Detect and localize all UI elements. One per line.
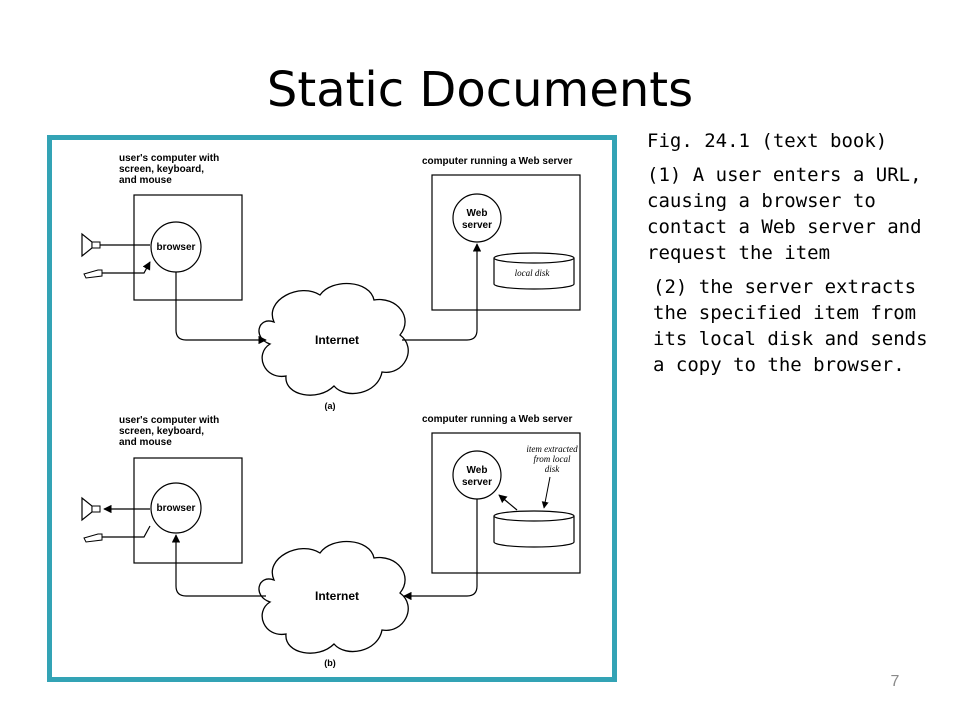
user-computer-label-line-1: user's computer with	[119, 153, 219, 164]
browser-label-b: browser	[157, 503, 196, 514]
arrow-disk-to-server	[498, 494, 518, 511]
server-computer-box	[431, 174, 581, 311]
slide-title: Static Documents	[266, 62, 694, 118]
internet-label-b: Internet	[315, 589, 359, 603]
item-extracted-label-line-2: from local	[534, 454, 571, 464]
arrow-browser-to-internet	[175, 272, 267, 345]
server-label-b: computer running a Web server	[422, 414, 573, 425]
panel-b: user's computer with screen, keyboard, a…	[81, 414, 581, 668]
web-server-label-line-2: server	[462, 220, 492, 231]
figure-caption: Fig. 24.1 (text book)	[647, 130, 888, 152]
web-server-label-line-1: Web	[467, 208, 488, 219]
local-disk-label: local disk	[515, 268, 551, 278]
page-number: 7	[890, 673, 900, 690]
server-label: computer running a Web server	[422, 156, 573, 167]
user-computer-label-b-line-1: user's computer with	[119, 415, 219, 426]
web-server-node	[452, 193, 502, 243]
step-1-text: (1) A user enters a URL, causing a brows…	[647, 164, 922, 264]
web-server-label-b-line-1: Web	[467, 465, 488, 476]
diagram-frame: user's computer with screen, keyboard, a…	[47, 135, 617, 682]
arrow-internet-to-server	[402, 243, 482, 341]
local-disk-icon-b	[493, 510, 575, 548]
panel-label-b: (b)	[324, 658, 336, 668]
user-computer-label-b-line-2: screen, keyboard,	[119, 426, 204, 437]
internet-label-a: Internet	[315, 333, 359, 347]
internet-cloud-b	[258, 540, 409, 654]
keyboard-icon-b	[83, 525, 151, 543]
keyboard-icon	[83, 261, 151, 279]
user-computer-label-b-line-3: and mouse	[119, 437, 172, 448]
web-request-diagram: user's computer with screen, keyboard, a…	[81, 153, 581, 668]
browser-label: browser	[157, 242, 196, 253]
step-2-text: (2) the server extracts the specified it…	[653, 276, 928, 376]
user-computer-label-line-3: and mouse	[119, 175, 172, 186]
internet-cloud-a	[258, 282, 409, 396]
browser-node-b	[150, 482, 202, 534]
arrow-item-label-to-disk	[541, 476, 551, 509]
arrow-internet-to-browser	[171, 534, 266, 597]
panel-a: user's computer with screen, keyboard, a…	[81, 153, 581, 411]
panel-label-a: (a)	[325, 401, 336, 411]
item-extracted-label-line-1: item extracted	[526, 444, 578, 454]
item-extracted-label-line-3: disk	[545, 464, 561, 474]
speaker-icon-b	[81, 496, 150, 522]
arrow-server-to-internet	[403, 499, 478, 601]
local-disk-icon	[493, 252, 575, 290]
web-server-label-b-line-2: server	[462, 477, 492, 488]
side-text: Fig. 24.1 (text book) (1) A user enters …	[647, 128, 947, 386]
user-computer-label-line-2: screen, keyboard,	[119, 164, 204, 175]
speaker-icon	[81, 232, 150, 258]
